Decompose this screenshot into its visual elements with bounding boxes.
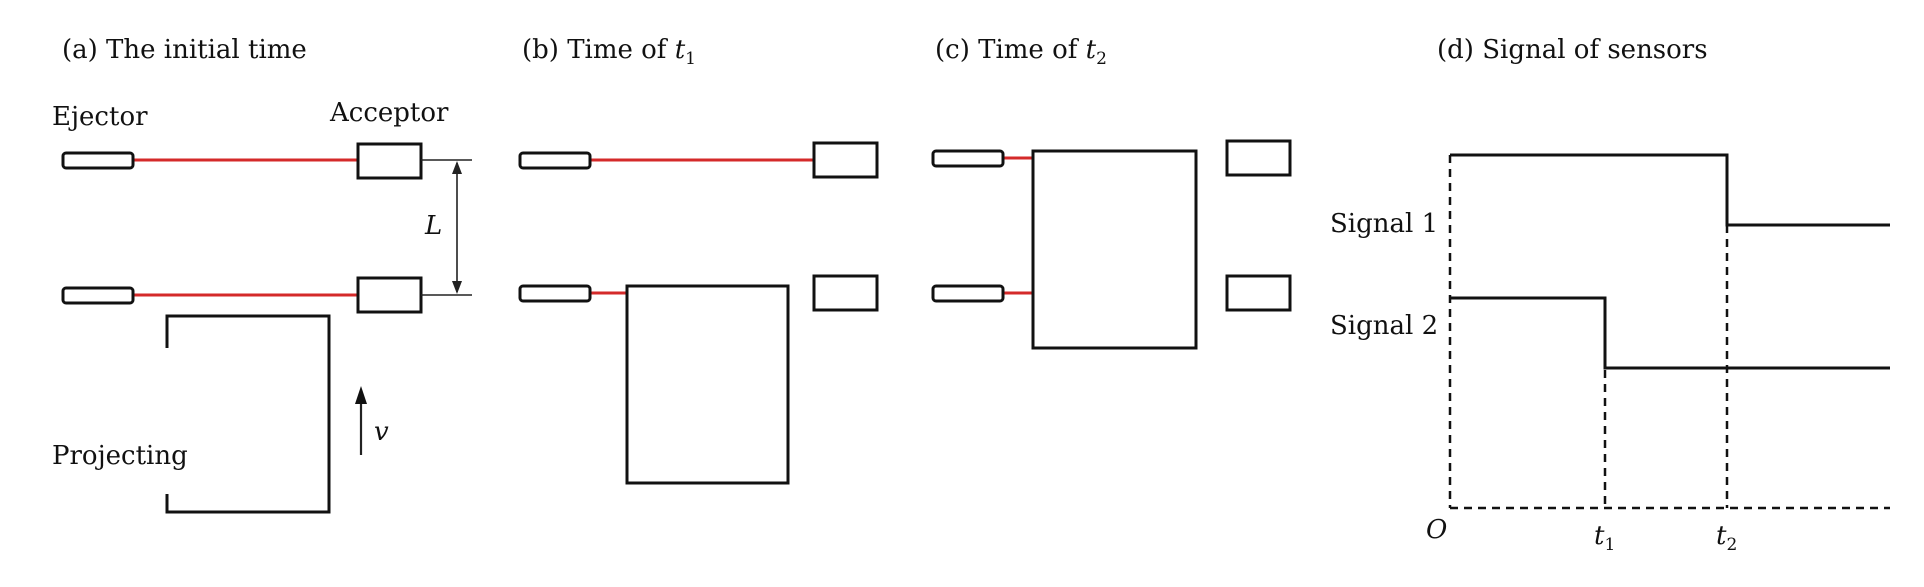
signal1-label: Signal 1 xyxy=(1330,209,1438,239)
ejector-top xyxy=(61,151,135,170)
signal1-trace xyxy=(1450,153,1890,227)
acceptor-top xyxy=(1225,139,1292,177)
panel-d-title: (d) Signal of sensors xyxy=(1437,35,1708,65)
acceptor-bottom xyxy=(1225,274,1292,312)
acceptor-top xyxy=(812,141,879,179)
signal2-label: Signal 2 xyxy=(1330,311,1438,341)
origin-label: O xyxy=(1426,515,1447,545)
panel-b-title: (b) Time of t1 xyxy=(522,35,696,69)
ejector-bottom xyxy=(931,284,1005,303)
t1-label: t1 xyxy=(1594,521,1615,555)
panel-c: (c) Time of t2 xyxy=(931,35,1292,350)
ejector-top xyxy=(518,151,592,170)
acceptor-bottom xyxy=(356,276,423,314)
object-label: Projecting xyxy=(52,441,188,471)
projecting-object xyxy=(625,284,790,485)
signal2-trace xyxy=(1450,296,1890,370)
ejector-top xyxy=(931,149,1005,168)
ejector-bottom xyxy=(61,286,135,305)
panel-a: (a) The initial time Ejector Acceptor L … xyxy=(52,35,472,514)
panel-c-title: (c) Time of t2 xyxy=(935,35,1107,69)
ejector-label: Ejector xyxy=(52,102,148,132)
distance-label: L xyxy=(424,211,442,241)
projecting-object xyxy=(165,314,331,514)
dimension-arrow-down xyxy=(452,281,462,294)
ejector-bottom xyxy=(518,284,592,303)
acceptor-label: Acceptor xyxy=(329,98,449,128)
panel-d: (d) Signal of sensors Signal 1 Signal 2 … xyxy=(1330,35,1890,555)
panel-b: (b) Time of t1 xyxy=(518,35,879,485)
t2-label: t2 xyxy=(1716,521,1737,555)
panel-a-title: (a) The initial time xyxy=(62,35,307,65)
acceptor-bottom xyxy=(812,274,879,312)
velocity-label: v xyxy=(374,417,389,447)
acceptor-top xyxy=(356,142,423,180)
dimension-arrow-up xyxy=(452,161,462,174)
projecting-object xyxy=(1031,149,1198,350)
velocity-arrowhead xyxy=(355,386,367,404)
